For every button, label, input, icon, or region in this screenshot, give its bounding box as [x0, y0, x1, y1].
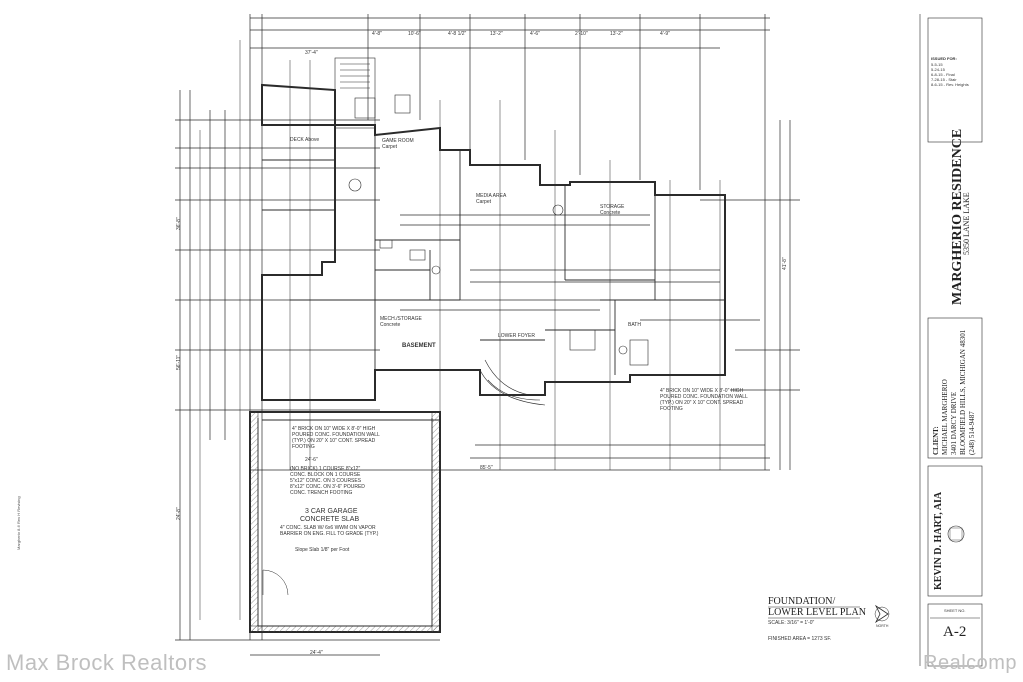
room-label-media-area: MEDIA AREA — [476, 193, 507, 199]
client-heading: CLIENT: — [932, 426, 940, 455]
plan-title-line1: FOUNDATION/ — [768, 596, 836, 607]
room-label-storage: STORAGE — [600, 204, 625, 210]
architect-name: KEVIN D. HART, AIA — [933, 491, 944, 590]
room-label-game-room-sub: Carpet — [382, 144, 398, 150]
watermark-right: Realcomp — [923, 652, 1018, 674]
issued-heading: ISSUED FOR: — [931, 56, 957, 61]
dim-bottom-2: 24'-6" — [305, 457, 318, 463]
dim-top-2: 4'-8" — [372, 31, 382, 37]
dim-top-4: 4'-8 1/2" — [448, 31, 467, 37]
room-label-deck: DECK Above — [290, 137, 320, 143]
room-label-mech-storage-sub: Concrete — [380, 322, 401, 328]
dim-bottom-3: 85'-5" — [480, 465, 493, 471]
room-label-lower-foyer: LOWER FOYER — [498, 333, 535, 339]
note-slope: Slope Slab 1/8" per Foot — [295, 547, 350, 553]
architect-seal — [947, 525, 965, 543]
issued-item: 6-8-15 - Final — [931, 72, 955, 77]
room-label-garage-sub: CONCRETE SLAB — [300, 516, 360, 523]
project-location: 5350 LANE LAKE — [962, 192, 971, 255]
issued-item: 7-28-15 - Stair — [931, 77, 957, 82]
issued-item: 5-24-15 — [931, 67, 945, 72]
note-brick-right: 4" BRICK ON 10" WIDE X 8'-0" HIGH POURED… — [660, 388, 748, 412]
client-address1: 3401 DARCY DRIVE — [950, 391, 958, 455]
dim-top-8: 13'-2" — [610, 31, 623, 37]
room-label-basement: BASEMENT — [402, 343, 436, 349]
finished-area: FINISHED AREA = 1273 SF. — [768, 636, 832, 642]
dim-top-5: 13'-2" — [490, 31, 503, 37]
plan-scale: SCALE: 3/16" = 1'-0" — [768, 620, 815, 626]
room-label-garage: 3 CAR GARAGE — [305, 508, 358, 515]
dim-left-1: 36'-8" — [176, 217, 182, 230]
plan-title-line2: LOWER LEVEL PLAN — [768, 607, 866, 618]
north-label: NORTH — [876, 624, 889, 628]
sheet-label: SHEET NO. — [944, 608, 966, 613]
room-label-bath: BATH — [628, 322, 641, 328]
dim-top-1: 37'-4" — [305, 50, 318, 56]
margin-filename: Margherio 8-6 Rev H Revising — [16, 496, 21, 550]
deck-outline — [334, 57, 411, 129]
dim-top-9: 4'-9" — [660, 31, 670, 37]
watermark-left: Max Brock Realtors — [6, 650, 207, 675]
client-phone: (248) 514-9487 — [968, 411, 976, 455]
note-brick-left: 4" BRICK ON 10" WIDE X 8'-0" HIGH POURED… — [292, 426, 380, 450]
client-address2: BLOOMFIELD HILLS, MICHIGAN 48301 — [959, 329, 967, 455]
client-name: MICHAEL MARGHERIO — [941, 379, 949, 455]
dim-left-3: 24'-8" — [176, 507, 182, 520]
note-garage-slab: 4" CONC. SLAB W/ 6x6 WWM ON VAPOR BARRIE… — [280, 525, 379, 537]
room-label-game-room: GAME ROOM — [382, 138, 414, 144]
dim-top-6: 4'-6" — [530, 31, 540, 37]
dim-top-7: 2'-10" — [575, 31, 588, 37]
note-frost-footing: (NO BRICK) 1 COURSE 8"x12" CONC. BLOCK O… — [290, 466, 365, 496]
dimension-lines — [175, 14, 800, 656]
dim-right-1: 41'-8" — [782, 257, 788, 270]
room-label-storage-sub: Concrete — [600, 210, 621, 216]
dim-bottom-1: 24'-4" — [310, 650, 323, 656]
room-label-media-area-sub: Carpet — [476, 199, 492, 205]
room-label-mech-storage: MECH./STORAGE — [380, 316, 422, 322]
issued-item: 5-5-15 — [931, 62, 943, 67]
dim-left-2: 56'-11" — [176, 354, 182, 370]
sheet-number: A-2 — [943, 624, 967, 640]
title-block-frame — [919, 14, 983, 667]
dim-top-3: 10'-6" — [408, 31, 421, 37]
north-arrow — [874, 604, 890, 624]
issued-item: 8-6-15 - Rev. Heights — [931, 82, 969, 87]
